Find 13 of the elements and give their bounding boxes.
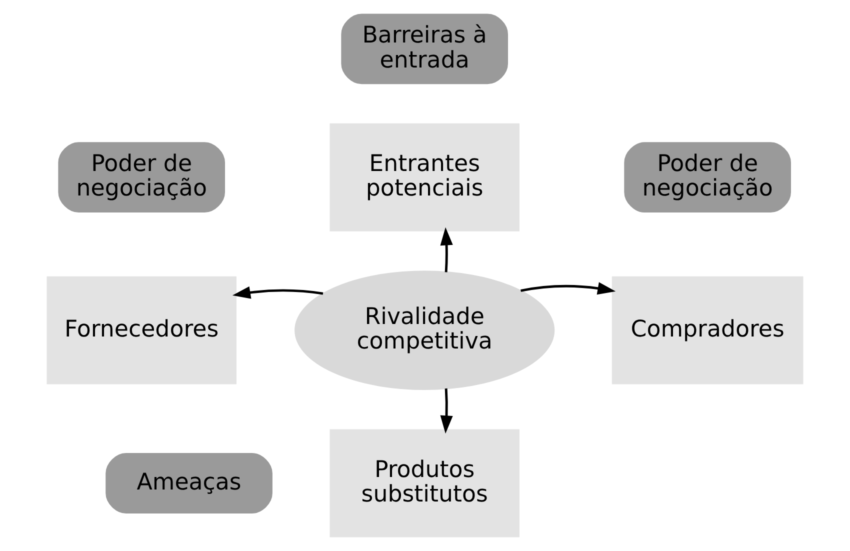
node-box: Ameaças [106, 452, 272, 514]
node-ellipse: Rivalidade competitiva [294, 270, 555, 390]
node-box: Barreiras à entrada [341, 14, 508, 84]
node-box: Entrantes potenciais [330, 123, 520, 232]
node-box: Fornecedores [46, 276, 236, 384]
node-box: Produtos substitutos [330, 429, 520, 538]
node-box: Compradores [612, 276, 804, 384]
arrow [232, 286, 324, 299]
node-box: Poder de negociação [58, 142, 226, 213]
arrow [440, 227, 453, 272]
arrow [440, 388, 453, 434]
node-box: Poder de negociação [624, 142, 791, 213]
arrow [520, 282, 616, 295]
